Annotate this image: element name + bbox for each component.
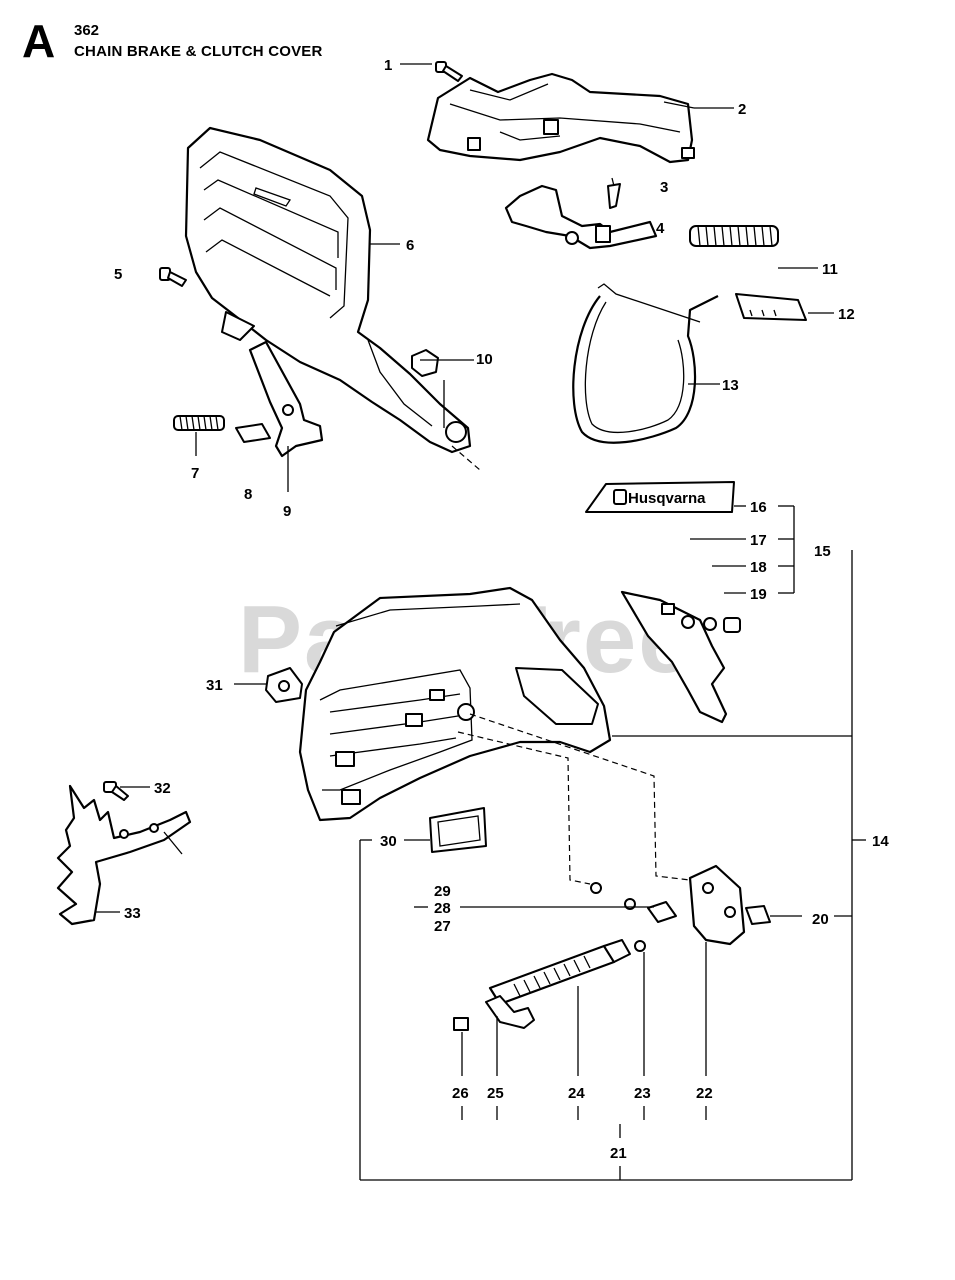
part-15-clutch-cover [298,586,612,822]
decal-brand-text: Husqvarna [628,490,706,507]
part-33-spike-bumper [56,784,192,926]
callout-17: 17 [750,532,767,549]
callout-2: 2 [738,101,746,118]
part-19-plate-assembly [620,590,741,724]
callout-6: 6 [406,237,414,254]
part-30-pad [429,807,487,853]
callout-7: 7 [191,465,199,482]
callout-22: 22 [696,1085,713,1102]
callout-33: 33 [124,905,141,922]
callout-5: 5 [114,266,122,283]
part-2-cover-plate [426,72,695,164]
callout-27: 27 [434,918,451,935]
assembly-line-1 [469,713,691,881]
part-22-bracket [688,864,746,946]
diagram-title: CHAIN BRAKE & CLUTCH COVER [74,43,323,60]
callout-26: 26 [452,1085,469,1102]
callout-30: 30 [380,833,397,850]
part-12-sleeve [735,293,807,321]
callout-19: 19 [750,586,767,603]
part-31-cap [265,667,303,703]
callout-14: 14 [872,833,889,850]
callout-15: 15 [814,543,831,560]
part-26-nut [453,1017,469,1031]
part-7-spring [173,415,225,431]
callout-23: 23 [634,1085,651,1102]
part-9-brake-arm [248,340,324,458]
part-20-screw [745,905,771,925]
callout-29: 29 [434,883,451,900]
callout-9: 9 [283,503,291,520]
callout-28: 28 [434,900,451,917]
part-5-screw [159,267,187,287]
model-code: 362 [74,22,100,39]
leader-lines [96,63,866,1181]
callout-8: 8 [244,486,252,503]
callout-20: 20 [812,911,829,928]
callout-11: 11 [822,261,838,278]
part-6-hand-guard [184,126,472,454]
part-32-screw [103,781,129,801]
callout-21: 21 [610,1145,627,1162]
callout-3: 3 [660,179,668,196]
part-27-29-fastener-group [590,882,677,923]
part-11-spring [689,225,779,247]
part-4-brake-lever [504,183,658,250]
callout-32: 32 [154,780,171,797]
callout-10: 10 [476,351,493,368]
part-24-adjuster-screw [488,939,631,1006]
callout-labels: 1 2 3 4 5 6 7 8 9 10 11 12 13 14 15 16 1… [114,57,889,1162]
callout-4: 4 [656,220,665,237]
callout-12: 12 [838,306,855,323]
callout-18: 18 [750,559,767,576]
part-1-screw [435,61,463,82]
callout-25: 25 [487,1085,504,1102]
section-letter: A [22,15,56,67]
assembly-line-3 [451,445,481,471]
part-8-bushing [235,423,271,443]
part-10-nut [411,349,439,377]
part-13-brake-band [572,283,719,444]
assembly-line-2 [457,731,591,885]
callout-1: 1 [384,57,392,74]
part-16-brand-decal: Husqvarna [585,481,735,513]
callout-24: 24 [568,1085,585,1102]
callout-13: 13 [722,377,739,394]
callout-16: 16 [750,499,767,516]
part-25-pin [485,995,535,1029]
part-23-o-ring [634,940,646,952]
callout-31: 31 [206,677,223,694]
